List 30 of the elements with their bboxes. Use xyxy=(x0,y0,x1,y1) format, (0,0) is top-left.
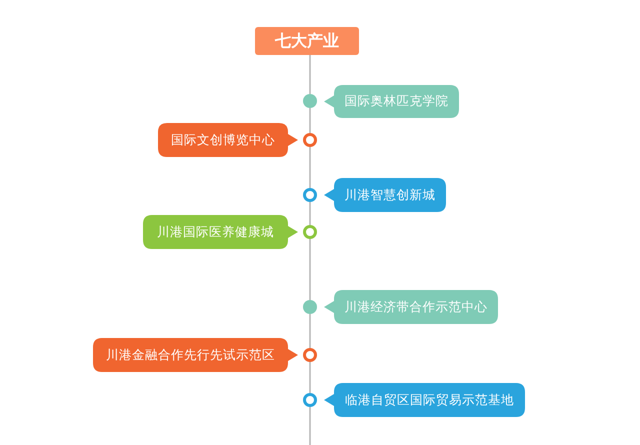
callout-text: 川港国际医养健康城 xyxy=(156,222,275,240)
callout-bubble xyxy=(143,215,298,249)
timeline-line xyxy=(309,239,311,300)
callout-bubble xyxy=(324,178,446,212)
timeline-dot xyxy=(303,348,317,362)
callout-bubble xyxy=(93,338,298,372)
callout-bubble xyxy=(158,123,298,157)
callout-bubble xyxy=(324,85,459,118)
callout-text: 川港智慧创新城 xyxy=(344,186,436,204)
timeline-line xyxy=(309,362,311,393)
callout-text: 川港金融合作先行先试示范区 xyxy=(105,346,276,364)
timeline-dot xyxy=(303,225,317,239)
timeline-dot xyxy=(303,133,317,147)
timeline-dot xyxy=(303,300,317,314)
callout-text: 临港自贸区国际贸易示范基地 xyxy=(344,390,515,408)
timeline-line xyxy=(309,147,311,188)
timeline-line xyxy=(309,55,311,94)
timeline-line xyxy=(309,108,311,133)
title-box xyxy=(255,27,359,55)
timeline-dot xyxy=(303,94,317,108)
timeline-line xyxy=(309,202,311,225)
callout-bubble xyxy=(324,290,498,324)
callout-text: 国际奥林匹克学院 xyxy=(344,92,450,110)
timeline-dot xyxy=(303,393,317,407)
timeline-line xyxy=(309,314,311,348)
callout-bubble xyxy=(324,383,525,417)
callout-text: 川港经济带合作示范中心 xyxy=(344,298,488,316)
callout-text: 国际文创博览中心 xyxy=(170,130,276,148)
title-text: 七大产业 xyxy=(274,30,340,52)
timeline-dot xyxy=(303,188,317,202)
